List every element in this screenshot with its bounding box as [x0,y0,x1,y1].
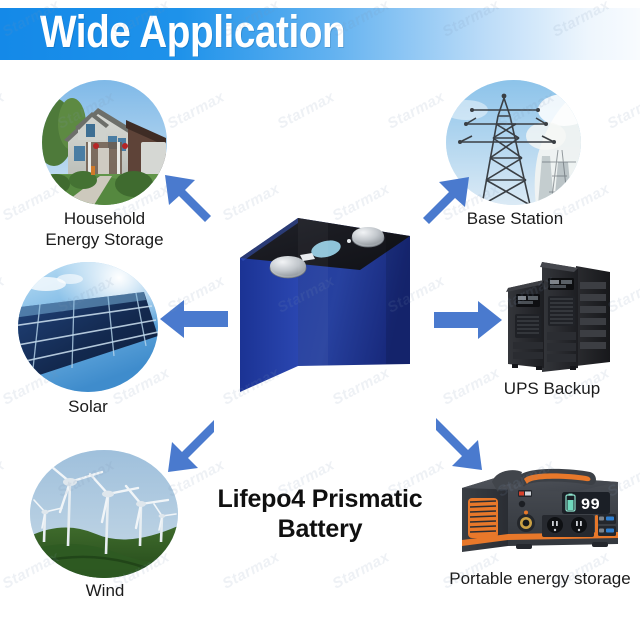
wind-turbines-photo [30,450,178,578]
arrow-right-icon [432,297,504,343]
caption-solar: Solar [68,397,108,416]
caption-household-energy-storage: Household Energy Storage [45,209,164,249]
watermark-text: Starmax [0,456,8,501]
application-ups-backup[interactable]: UPS Backup [492,258,614,398]
caption-wind: Wind [85,581,125,600]
power-tower-photo [446,80,581,205]
header-banner: Wide Application [0,6,640,60]
arrow-down-right-icon [424,412,488,476]
caption-ups-backup: UPS Backup [503,379,601,398]
application-household-energy-storage[interactable]: Household Energy Storage [42,80,167,249]
power-station-photo: 99 [452,452,628,564]
arrow-down-left-icon [162,414,226,478]
watermark-text: Starmax [384,88,448,133]
arrow-up-left-icon [158,168,220,230]
application-wind[interactable]: Wind [30,450,178,600]
product-title: Lifepo4 Prismatic Battery [217,485,423,543]
application-base-station[interactable]: Base Station [446,80,581,228]
solar-panels-photo [18,262,158,392]
arrow-left-icon [158,296,230,342]
watermark-text: Starmax [274,88,338,133]
watermark-text: Starmax [0,272,8,317]
watermark-text: Starmax [329,548,393,593]
watermark-text: Starmax [164,88,228,133]
house-photo [42,80,167,205]
page-title: Wide Application [40,6,346,57]
application-portable-energy-storage[interactable]: 99 [449,452,631,588]
caption-portable-energy-storage: Portable energy storage [449,569,631,588]
application-solar[interactable]: Solar [18,262,158,416]
watermark-text: Starmax [219,548,283,593]
arrow-up-right-icon [418,170,480,232]
watermark-text: Starmax [604,88,640,133]
caption-base-station: Base Station [466,209,564,228]
watermark-text: Starmax [0,88,8,133]
ups-cabinets-photo [492,258,614,376]
power-station-display-value: 99 [581,496,600,514]
prismatic-battery-cell [236,196,426,406]
